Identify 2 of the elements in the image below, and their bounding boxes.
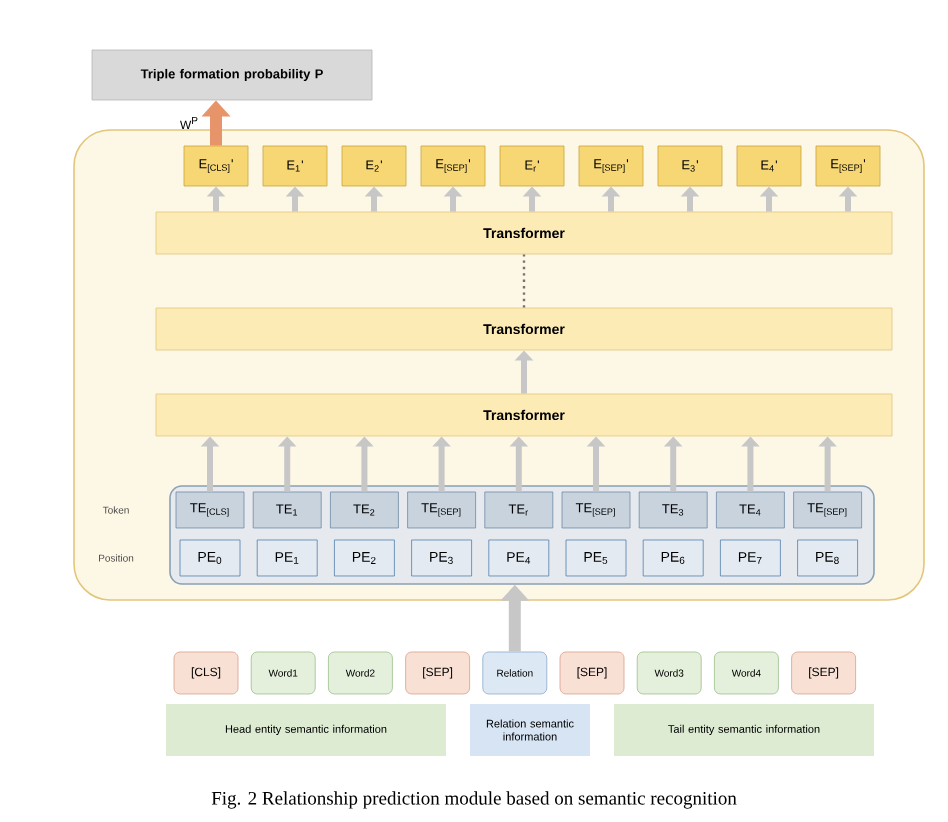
dotted-line: [522, 254, 526, 308]
caption: Fig. 2 Relationship prediction module based on semantic recognition: [211, 791, 737, 809]
